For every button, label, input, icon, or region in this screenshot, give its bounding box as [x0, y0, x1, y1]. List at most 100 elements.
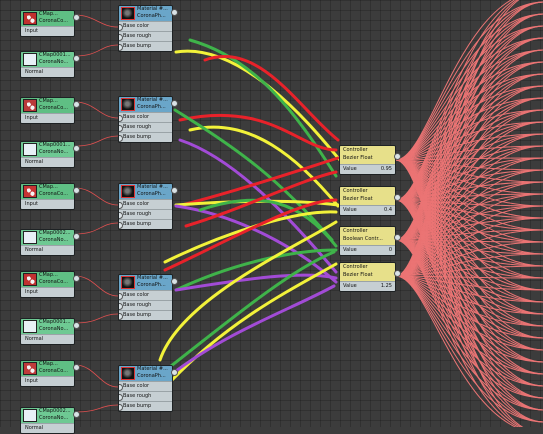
value-label: Value [343, 207, 357, 213]
material-socket[interactable]: Base rough [119, 391, 172, 401]
socket-port[interactable] [119, 303, 123, 310]
controller-title: Controller [343, 264, 368, 270]
output-port[interactable] [73, 14, 80, 21]
bitmap-node[interactable]: CMap...CoronaCo...Input [20, 271, 75, 298]
bitmap-node[interactable]: CMap...CoronaCo...Input [20, 10, 75, 37]
material-socket[interactable]: Base bump [119, 132, 172, 142]
socket-label: Normal [25, 69, 44, 75]
socket-label: Base color [123, 114, 150, 120]
normal-map-node[interactable]: CMap0001...CoronaNo...Normal [20, 141, 75, 168]
socket-port[interactable] [119, 404, 123, 411]
socket-port[interactable] [119, 24, 123, 31]
socket-label: Input [25, 115, 38, 121]
bitmap-node[interactable]: CMap...CoronaCo...Input [20, 360, 75, 387]
normal-map-node[interactable]: CMap0001...CoronaNo...Normal [20, 318, 75, 345]
material-socket[interactable]: Base color [119, 199, 172, 209]
output-port[interactable] [73, 187, 80, 194]
controller-subtitle: Bezier Float [343, 155, 373, 161]
input-socket[interactable]: Input [21, 376, 74, 386]
normal-map-node-header: CMap0002...CoronaNo... [21, 408, 74, 423]
material-thumbnail [121, 7, 135, 20]
socket-port[interactable] [119, 313, 123, 320]
bitmap-node[interactable]: CMap...CoronaCo...Input [20, 183, 75, 210]
normal-socket[interactable]: Normal [21, 334, 74, 344]
output-port[interactable] [171, 278, 178, 285]
material-socket[interactable]: Base rough [119, 209, 172, 219]
output-port[interactable] [394, 270, 401, 277]
output-port[interactable] [73, 233, 80, 240]
input-socket[interactable]: Input [21, 287, 74, 297]
output-port[interactable] [394, 194, 401, 201]
socket-port[interactable] [119, 34, 123, 41]
material-subtitle: CoronaPh... [137, 104, 166, 110]
socket-port[interactable] [119, 125, 123, 132]
material-socket[interactable]: Base color [119, 21, 172, 31]
material-socket[interactable]: Base bump [119, 310, 172, 320]
input-socket[interactable]: Input [21, 26, 74, 36]
material-socket[interactable]: Base color [119, 112, 172, 122]
bitmap-node-header: CMap...CoronaCo... [21, 272, 74, 287]
socket-port[interactable] [119, 44, 123, 51]
bitmap-node[interactable]: CMap...CoronaCo...Input [20, 97, 75, 124]
normal-socket[interactable]: Normal [21, 245, 74, 255]
normal-map-thumbnail [23, 53, 37, 66]
material-socket[interactable]: Base bump [119, 41, 172, 51]
output-port[interactable] [73, 364, 80, 371]
output-port[interactable] [171, 187, 178, 194]
socket-port[interactable] [119, 115, 123, 122]
normal-socket[interactable]: Normal [21, 67, 74, 77]
normal-map-thumbnail [23, 320, 37, 333]
socket-port[interactable] [119, 212, 123, 219]
output-port[interactable] [171, 100, 178, 107]
socket-label: Normal [25, 336, 44, 342]
socket-port[interactable] [119, 384, 123, 391]
output-port[interactable] [73, 411, 80, 418]
bitmap-node-header: CMap...CoronaCo... [21, 11, 74, 26]
output-port[interactable] [394, 153, 401, 160]
material-socket[interactable]: Base bump [119, 401, 172, 411]
input-socket[interactable]: Input [21, 199, 74, 209]
material-socket[interactable]: Base rough [119, 31, 172, 41]
socket-port[interactable] [119, 394, 123, 401]
normal-socket[interactable]: Normal [21, 423, 74, 433]
normal-map-node[interactable]: CMap0001...CoronaNo...Normal [20, 51, 75, 78]
normal-map-node[interactable]: CMap0002...CoronaNo...Normal [20, 407, 75, 434]
output-port[interactable] [171, 369, 178, 376]
output-port[interactable] [73, 322, 80, 329]
bitmap-subtitle: CoronaCo... [39, 105, 69, 111]
socket-port[interactable] [119, 135, 123, 142]
material-socket[interactable]: Base color [119, 290, 172, 300]
normal-map-node[interactable]: CMap0002...CoronaNo...Normal [20, 229, 75, 256]
input-socket[interactable]: Input [21, 113, 74, 123]
socket-label: Base color [123, 23, 150, 29]
output-port[interactable] [171, 9, 178, 16]
output-port[interactable] [73, 275, 80, 282]
output-port[interactable] [73, 55, 80, 62]
socket-port[interactable] [119, 222, 123, 229]
output-port[interactable] [394, 234, 401, 241]
output-port[interactable] [73, 145, 80, 152]
output-port[interactable] [73, 101, 80, 108]
material-socket[interactable]: Base rough [119, 122, 172, 132]
socket-port[interactable] [119, 202, 123, 209]
material-socket[interactable]: Base color [119, 381, 172, 391]
material-socket[interactable]: Base bump [119, 219, 172, 229]
material-socket[interactable]: Base rough [119, 300, 172, 310]
socket-port[interactable] [119, 293, 123, 300]
socket-label: Normal [25, 159, 44, 165]
normal-socket[interactable]: Normal [21, 157, 74, 167]
